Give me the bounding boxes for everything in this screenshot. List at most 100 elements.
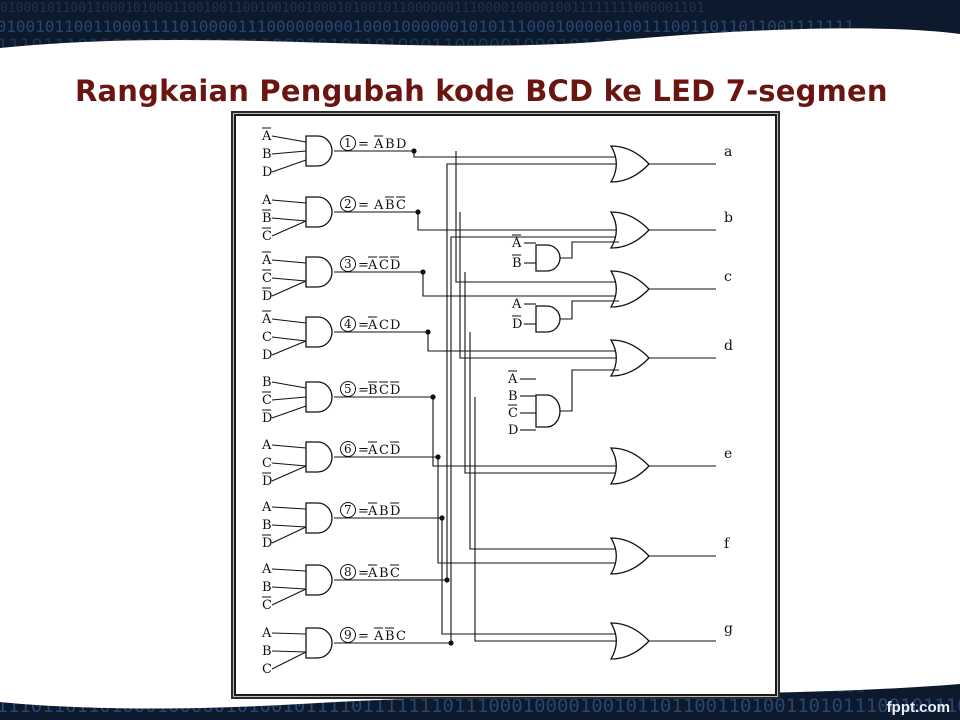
term-number: 1 (344, 136, 352, 150)
and-gate (305, 135, 333, 167)
input-label: D (390, 443, 400, 458)
input-label: A (261, 626, 272, 641)
input-label: D (396, 137, 406, 152)
wire (271, 340, 307, 356)
footer-brand-watermark: fppt.com (886, 699, 950, 716)
segment-label: a (724, 144, 732, 160)
wire (450, 236, 617, 643)
wire (271, 465, 307, 482)
input-label: D (262, 474, 272, 489)
and-gate (305, 256, 333, 288)
input-label: A (261, 438, 272, 453)
wire (474, 397, 617, 642)
segment-output-a: a (609, 144, 732, 183)
wire (271, 651, 307, 670)
term-number: 8 (344, 565, 352, 579)
term-number: 4 (344, 317, 352, 331)
input-label: D (262, 289, 272, 304)
slide-title: Rangkaian Pengubah kode BCD ke LED 7-seg… (75, 74, 888, 108)
wire (441, 518, 617, 635)
wire (271, 318, 307, 324)
wire (560, 241, 619, 259)
wire (271, 506, 307, 510)
wire (455, 151, 617, 283)
term-expression: = (358, 318, 369, 333)
term-number: 3 (344, 257, 352, 271)
term-number: 5 (344, 382, 352, 396)
term-number-circle (340, 196, 356, 212)
or-gate (609, 537, 650, 575)
wire (271, 462, 307, 467)
binary-digits: 0100010110011000101000110010011001001001… (0, 1, 704, 16)
input-label: D (390, 504, 400, 519)
term-number: 2 (344, 197, 352, 211)
input-label: C (262, 662, 272, 677)
wire (271, 524, 307, 528)
term-number: 7 (344, 503, 352, 517)
input-label: D (390, 258, 400, 273)
wire (271, 632, 307, 635)
input-label: D (262, 411, 272, 426)
wire (560, 300, 619, 320)
term-expression: = (358, 137, 369, 152)
input-label: C (262, 271, 272, 286)
input-label: C (396, 198, 406, 213)
term-expression: = (358, 566, 369, 581)
input-label: A (373, 198, 384, 213)
wire (271, 381, 307, 389)
input-label: A (261, 500, 272, 515)
input-label: C (396, 629, 406, 644)
input-label: D (262, 348, 272, 363)
input-label: C (262, 598, 272, 613)
input-label: A (367, 566, 378, 581)
term-number: 6 (344, 442, 352, 456)
segment-output-f: f (609, 536, 731, 575)
segment-output-c: c (609, 269, 732, 308)
wire (271, 405, 307, 419)
input-label: A (261, 253, 272, 268)
term-number-circle (340, 135, 356, 151)
wire (432, 397, 617, 467)
input-label: B (262, 211, 272, 226)
term-expression: = (358, 629, 369, 644)
wire (459, 212, 617, 359)
wire (422, 272, 617, 297)
wire (271, 199, 307, 204)
input-label: B (385, 137, 395, 152)
term-number-circle (340, 316, 356, 332)
wire (271, 259, 307, 264)
input-label: D (512, 317, 522, 332)
input-label: D (262, 536, 272, 551)
term-number-circle (340, 381, 356, 397)
wire (560, 369, 619, 412)
wire (271, 396, 307, 401)
or-gate (609, 211, 650, 249)
input-label: A (261, 562, 272, 577)
segment-output-b: b (609, 210, 733, 249)
term-number-circle (340, 256, 356, 272)
wire (271, 336, 307, 342)
input-label: C (379, 258, 389, 273)
input-label: C (262, 330, 272, 345)
or-gate (609, 622, 650, 660)
wire (464, 272, 617, 474)
and-gate (305, 381, 333, 413)
wire (469, 332, 617, 550)
junction-dot (420, 269, 426, 275)
term-expression: = (358, 198, 369, 213)
input-label: B (262, 644, 272, 659)
term-expression: = (358, 504, 369, 519)
input-label: A (367, 318, 378, 333)
input-label: C (508, 406, 518, 421)
input-label: B (368, 383, 378, 398)
input-label: A (507, 372, 518, 387)
